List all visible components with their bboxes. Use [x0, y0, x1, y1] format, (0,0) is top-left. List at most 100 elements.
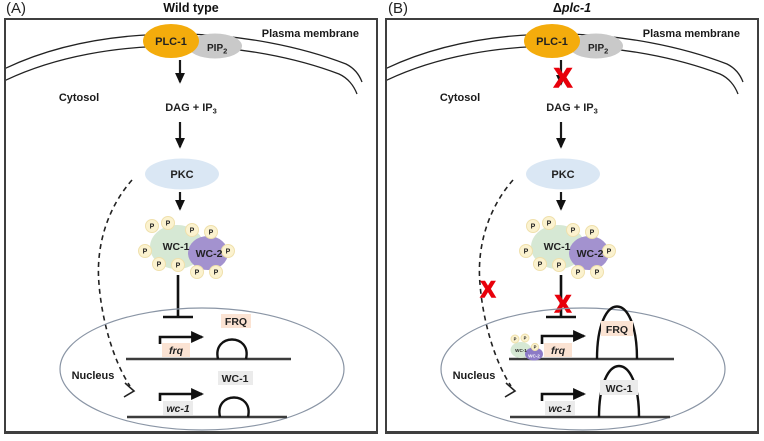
panel-a-tag: (A)	[6, 0, 26, 17]
pkc-label: PKC	[551, 169, 574, 181]
pkc-shape	[145, 158, 219, 190]
plc1-shape	[524, 24, 580, 58]
panel-a-diagram: Plasma membrane PLC-1 PIP2 Cytosol DAG +…	[6, 24, 363, 431]
svg-text:P: P	[524, 336, 527, 341]
delta-symbol: Δ	[552, 1, 562, 15]
cytosol-label: Cytosol	[440, 92, 480, 104]
phosphate-group: P P P P P P P P P P	[519, 216, 616, 279]
wc1-protein-box	[218, 371, 253, 385]
wc2-small-label: WC-2	[528, 354, 540, 359]
frq-protein-box	[221, 314, 251, 328]
svg-text:P: P	[166, 221, 171, 228]
svg-text:P: P	[143, 249, 148, 256]
svg-text:P: P	[595, 270, 600, 277]
plc1-label: PLC-1	[536, 36, 568, 48]
panel-a-title: Wild type	[163, 1, 219, 15]
wc-complex: P P P P P P P P P P WC-1 WC-2	[138, 216, 235, 279]
wc1-small-label: WC-1	[515, 348, 527, 353]
svg-text:P: P	[576, 270, 581, 277]
svg-text:P: P	[195, 270, 200, 277]
wc1-gene-box	[545, 401, 575, 415]
frq-gene-label: frq	[551, 345, 566, 357]
svg-text:P: P	[607, 249, 612, 256]
frq-transcription-arrow	[540, 330, 587, 344]
nucleus-shape	[59, 307, 345, 431]
wc2-label: WC-2	[196, 248, 223, 260]
dag-ip3-label: DAG + IP3	[546, 102, 598, 116]
wc-complex-small: P P P WC-1 WC-2	[510, 333, 543, 361]
frq-gene-box	[162, 343, 190, 357]
wc1-transcription-loop	[597, 364, 641, 418]
wc-complex: P P P P P P P P P P WC-1 WC-2	[519, 216, 616, 279]
wc2-shape	[188, 236, 228, 270]
plc1-label: PLC-1	[155, 36, 187, 48]
wc-inhibition-tbar	[163, 275, 193, 319]
pkc-feedback-dashed-line	[97, 179, 133, 387]
svg-text:P: P	[514, 337, 517, 342]
wc1-transcription-loop	[218, 396, 250, 418]
wc1-transcription-arrow	[540, 388, 587, 401]
pip2-label: PIP2	[588, 43, 608, 56]
wc1-gene-label: wc-1	[548, 403, 572, 415]
svg-text:P: P	[557, 263, 562, 270]
svg-text:P: P	[214, 270, 219, 277]
dag-ip3-label: DAG + IP3	[165, 102, 217, 116]
frq-transcription-arrow	[158, 331, 205, 344]
panel-b: Plasma membrane PLC-1 PIP2 X Cytosol DAG…	[385, 18, 759, 434]
pip2-shape	[188, 33, 242, 59]
plasma-membrane-label: Plasma membrane	[643, 28, 740, 40]
svg-text:P: P	[157, 262, 162, 269]
svg-text:P: P	[547, 221, 552, 228]
plc1-shape	[143, 24, 199, 58]
pip2-label: PIP2	[207, 43, 227, 56]
svg-text:P: P	[524, 249, 529, 256]
nucleus-shape	[440, 307, 726, 431]
wc1-gene-box	[163, 401, 193, 415]
frq-protein-box	[601, 321, 633, 336]
frq-gene-label: frq	[169, 345, 184, 357]
wc1-label: WC-1	[544, 241, 571, 253]
svg-text:P: P	[534, 345, 537, 350]
svg-text:P: P	[531, 224, 536, 231]
svg-text:P: P	[226, 249, 231, 256]
nucleus-label: Nucleus	[72, 370, 115, 382]
wc2-small-shape	[525, 347, 543, 361]
svg-text:P: P	[538, 262, 543, 269]
frq-protein-label: FRQ	[225, 316, 247, 328]
wc1-protein-label: WC-1	[606, 383, 633, 395]
svg-text:P: P	[190, 228, 195, 235]
dashed-arrowhead	[504, 382, 517, 398]
wc1-transcription-arrow	[158, 388, 205, 401]
wc2-label: WC-2	[577, 248, 604, 260]
panel-a: Plasma membrane PLC-1 PIP2 Cytosol DAG +…	[4, 18, 378, 434]
svg-text:P: P	[571, 228, 576, 235]
panel-b-title-gene: plc-1	[561, 1, 592, 15]
plasma-membrane-label: Plasma membrane	[262, 28, 359, 40]
nucleus-label: Nucleus	[453, 370, 496, 382]
panel-b-title: Δplc-1	[385, 1, 759, 15]
svg-text:P: P	[209, 230, 214, 237]
panel-b-tag: (B)	[388, 0, 408, 17]
svg-text:P: P	[176, 263, 181, 270]
pathway-block-x-membrane: X	[554, 63, 572, 93]
pkc-feedback-dashed-line	[478, 179, 514, 387]
dashed-arrowhead	[123, 382, 136, 398]
phosphate-group: P P P P P P P P P P	[138, 216, 235, 279]
pip2-shape	[569, 33, 623, 59]
frq-gene-box	[544, 343, 572, 357]
wc1-label: WC-1	[163, 241, 190, 253]
wc2-shape	[569, 236, 609, 270]
svg-text:P: P	[150, 224, 155, 231]
frq-protein-label: FRQ	[606, 324, 628, 336]
pkc-label: PKC	[170, 169, 193, 181]
wc1-gene-label: wc-1	[166, 403, 190, 415]
pathway-block-x-feedback: X	[481, 277, 496, 302]
wc1-protein-label: WC-1	[222, 373, 249, 385]
frq-transcription-loop	[216, 338, 248, 360]
svg-text:P: P	[590, 230, 595, 237]
wc1-protein-box	[600, 380, 638, 395]
panel-b-diagram: Plasma membrane PLC-1 PIP2 X Cytosol DAG…	[387, 24, 744, 431]
pkc-shape	[526, 158, 600, 190]
cytosol-label: Cytosol	[59, 92, 99, 104]
